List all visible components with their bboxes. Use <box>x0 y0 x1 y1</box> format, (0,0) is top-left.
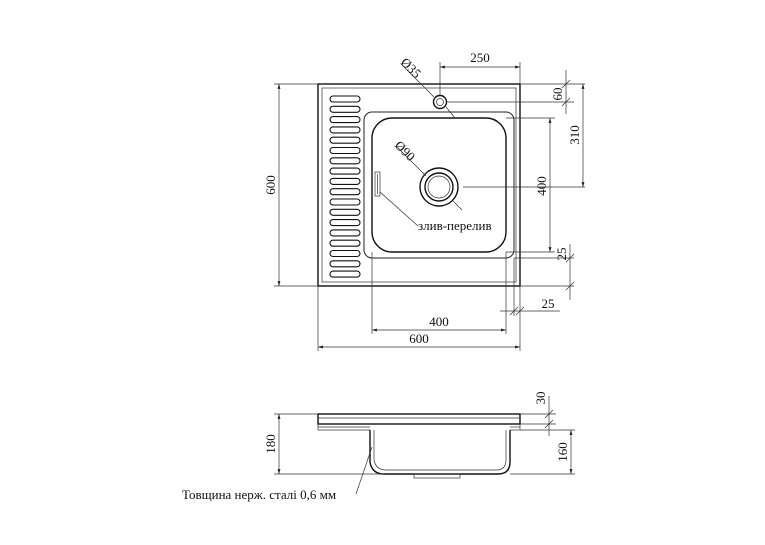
drainboard-rib <box>329 167 361 175</box>
drainboard-rib <box>329 188 361 196</box>
bowl-inner <box>371 117 507 253</box>
drainboard-rib <box>329 270 361 278</box>
drainboard-rib <box>329 208 361 216</box>
drain-inner <box>424 172 454 202</box>
sink-outline <box>317 83 521 287</box>
dim-tap-offset: 250 <box>470 50 490 65</box>
top-view: Ø35 Ø90 злив-перелив 250 60 310 400 <box>263 50 585 351</box>
drainboard-rib <box>329 105 361 113</box>
drainboard-rib <box>329 260 361 268</box>
dim-bowl-width: 400 <box>429 314 449 329</box>
side-view: 180 30 160 Товщина нерж. сталі 0,6 мм <box>182 392 575 502</box>
dim-tap-from-edge: 60 <box>550 88 565 101</box>
side-bowl <box>369 430 511 475</box>
dim-bowl-bottom-gap: 25 <box>554 248 569 261</box>
drainboard-rib <box>329 239 361 247</box>
drainboard-rib <box>329 116 361 124</box>
overflow-slot <box>374 171 381 197</box>
drainboard-rib <box>329 126 361 134</box>
drainboard-rib <box>329 157 361 165</box>
dim-tap-hole-dia: Ø35 <box>398 55 424 81</box>
thickness-note: Товщина нерж. сталі 0,6 мм <box>182 487 336 502</box>
dim-bowl-depth: 160 <box>555 442 570 462</box>
dim-overall-width: 600 <box>409 331 429 346</box>
sink-rim-inner <box>321 87 517 283</box>
drainboard-rib <box>329 95 361 103</box>
drainboard-rib <box>329 146 361 155</box>
drainboard-rib <box>329 249 361 258</box>
dim-overall-height: 600 <box>263 175 278 195</box>
dim-bowl-side-gap: 25 <box>542 296 555 311</box>
bowl-outer <box>363 111 515 259</box>
drain-outer <box>419 167 459 207</box>
drainboard-rib <box>329 229 361 237</box>
drain-core <box>427 175 451 199</box>
drainboard-ribs <box>329 95 361 278</box>
dim-overall-depth: 180 <box>263 434 278 454</box>
drainboard-rib <box>329 136 361 144</box>
dim-bowl-height: 400 <box>534 176 549 196</box>
drainboard-rib <box>329 219 361 227</box>
drainboard-rib <box>329 198 361 206</box>
side-drain <box>413 473 461 479</box>
overflow-label: злив-перелив <box>418 218 492 233</box>
tap-hole <box>432 94 448 110</box>
dim-rim-height: 30 <box>533 392 548 405</box>
dim-drain-dia: Ø90 <box>392 138 418 164</box>
side-rim <box>317 413 521 425</box>
dim-bowl-center-from-top: 310 <box>567 125 582 145</box>
drainboard-rib <box>329 177 361 185</box>
tap-hole-inner <box>436 98 444 106</box>
